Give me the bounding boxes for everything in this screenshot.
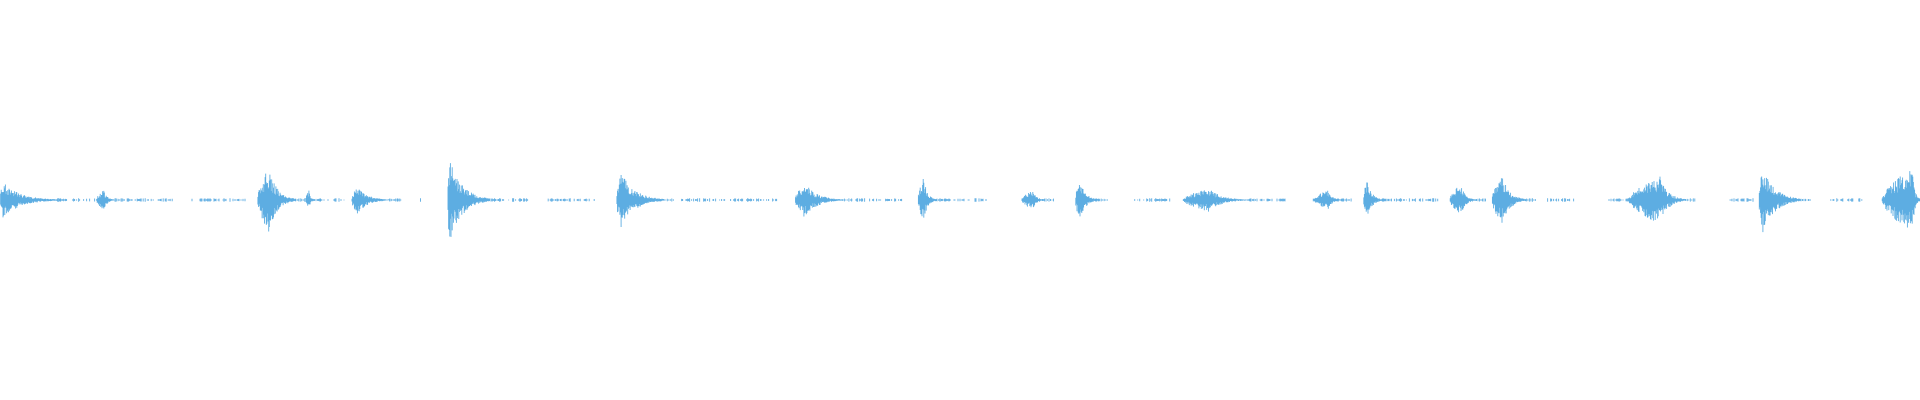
waveform-burst [1491, 178, 1536, 223]
waveform-burst [1628, 176, 1696, 221]
noise-segment [851, 198, 903, 202]
waveform-burst [1758, 176, 1811, 233]
noise-segment [58, 198, 96, 202]
noise-segment [1134, 198, 1171, 202]
noise-segment [1422, 198, 1439, 202]
waveform-bursts-layer [0, 163, 1920, 237]
waveform-burst [447, 163, 500, 237]
waveform-burst [1075, 184, 1108, 217]
waveform-burst [917, 178, 947, 218]
noise-segment [1608, 198, 1629, 202]
noise-segment [1729, 198, 1754, 202]
waveform-burst [795, 187, 853, 217]
noise-segment [681, 198, 778, 202]
noise-segment [1547, 198, 1575, 202]
waveform-burst [96, 190, 125, 209]
noise-segment [547, 198, 595, 202]
waveform-burst [305, 190, 323, 206]
waveform-burst [0, 184, 68, 218]
waveform-burst [1021, 191, 1054, 208]
waveform-burst [1449, 187, 1486, 213]
waveform-burst [1363, 182, 1392, 214]
waveform-burst [1182, 190, 1258, 212]
waveform-burst [616, 175, 674, 228]
noise-segment [191, 198, 246, 202]
waveform-burst [351, 189, 400, 214]
waveform-burst [1881, 171, 1920, 228]
waveform-noise-layer [58, 198, 1863, 202]
waveform-burst [257, 173, 306, 232]
waveform-burst [1313, 190, 1352, 209]
noise-segment [1830, 198, 1863, 202]
